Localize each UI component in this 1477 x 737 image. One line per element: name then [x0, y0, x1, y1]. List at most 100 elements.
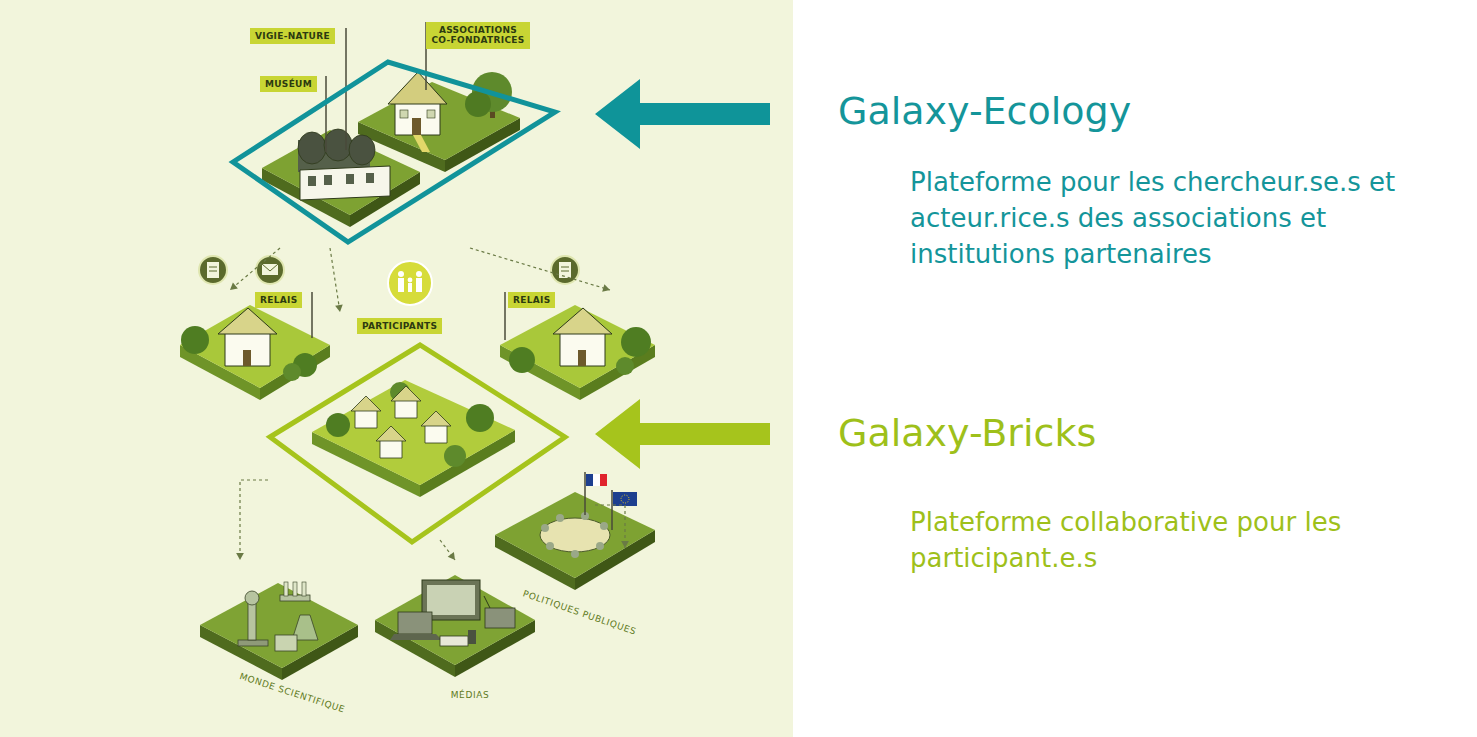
relais-tile — [578, 350, 586, 366]
platform-text: Galaxy-EcologyPlateforme pour les cherch… — [770, 88, 1470, 280]
relais-tile — [553, 308, 612, 334]
association-tile — [427, 110, 435, 118]
policy-tile — [596, 542, 604, 550]
document-icon — [561, 271, 569, 272]
document-icon — [561, 267, 569, 268]
science-tile — [245, 591, 259, 605]
flag-label: MUSÉUM — [260, 76, 317, 92]
policy-tile — [600, 474, 607, 486]
envelope-icon — [262, 264, 278, 275]
relais-tile — [509, 347, 535, 373]
flow-connector — [470, 248, 610, 292]
relais-tile — [560, 332, 605, 366]
museum-tile — [366, 173, 374, 183]
flag-label: VIGIE-NATURE — [250, 28, 335, 44]
museum-tile — [349, 135, 375, 165]
ground-label: POLITIQUES PUBLIQUES — [512, 585, 648, 640]
arrow-head — [602, 284, 610, 291]
dashed-line — [230, 248, 280, 290]
relais-tile — [616, 357, 634, 375]
policy-tile — [556, 514, 564, 522]
platform-title: Galaxy-Ecology — [770, 88, 1470, 134]
ground-label: MONDE SCIENTIFIQUE — [229, 668, 356, 718]
people-icon — [398, 271, 404, 277]
flow-connector — [236, 480, 268, 560]
relais-tile — [504, 292, 506, 340]
envelope-icon — [262, 264, 278, 271]
dashed-line — [240, 480, 268, 560]
banner-label: PARTICIPANTS — [357, 318, 442, 334]
participants-tile — [444, 445, 466, 467]
people-icon — [388, 261, 432, 305]
science-tile — [302, 582, 306, 596]
museum-tile — [324, 175, 332, 185]
diamond-outline — [268, 312, 595, 540]
platform-description: Plateforme pour les chercheur.se.s et ac… — [910, 164, 1455, 272]
association-tile — [465, 91, 491, 117]
people-icon — [388, 261, 432, 305]
science-tile — [284, 582, 288, 596]
panel-ground — [0, 0, 793, 737]
participants-tile — [351, 396, 381, 411]
flow-connector — [330, 248, 343, 312]
policy-tile — [541, 524, 549, 532]
platform-arrow — [595, 399, 770, 469]
media-tile — [375, 575, 535, 665]
arrow-head — [230, 283, 238, 290]
platform-description: Plateforme collaborative pour les partic… — [910, 504, 1455, 576]
relay-tile: RELAIS — [175, 290, 315, 395]
science-tile: MONDE SCIENTIFIQUE — [200, 560, 360, 712]
participants-tile — [380, 440, 402, 458]
policy-tile — [546, 542, 554, 550]
policy-tile — [586, 474, 593, 486]
participants-tile — [466, 404, 494, 432]
platform-arrow — [595, 399, 770, 469]
dashed-line — [440, 540, 455, 560]
participants-tile — [395, 400, 417, 418]
diamond-outline — [270, 345, 565, 542]
dashed-line — [470, 248, 610, 290]
media-tile — [390, 634, 442, 640]
participants-tile — [355, 410, 377, 428]
science-tile — [200, 582, 358, 680]
science-tile — [248, 600, 256, 640]
science-tile — [200, 583, 358, 668]
document-icon — [209, 271, 217, 272]
museum-tile — [300, 166, 390, 200]
science-tile — [238, 640, 268, 646]
flag-label: ASSOCIATIONS CO-FONDATRICES — [426, 22, 530, 49]
flow-connector — [230, 248, 280, 290]
association-tile — [413, 135, 430, 152]
flow-connector — [440, 540, 455, 560]
relais-tile — [311, 292, 313, 338]
arrow-head — [236, 553, 244, 560]
museum-tile — [346, 174, 354, 184]
participants-tile — [326, 413, 350, 437]
relais-tile — [225, 332, 270, 366]
relais-tile — [500, 305, 655, 388]
dashed-line — [330, 248, 340, 312]
media-tile — [484, 596, 490, 608]
participants-tile — [376, 426, 406, 441]
arrow-head — [448, 552, 455, 560]
media-tile — [485, 608, 515, 628]
policy-tile — [540, 518, 610, 552]
participants-tile — [425, 425, 447, 443]
science-tile — [293, 582, 297, 596]
participants-tile — [391, 386, 421, 401]
platform-arrow — [595, 79, 770, 149]
relais-tile — [243, 350, 251, 366]
relais-tile — [180, 292, 330, 400]
policy-tile — [621, 495, 629, 503]
relais-tile — [218, 308, 277, 334]
people-icon — [416, 278, 422, 292]
media-tile — [468, 630, 476, 644]
document-icon — [209, 267, 217, 268]
policy-tile — [613, 492, 637, 506]
science-tile — [275, 635, 297, 651]
association-tile — [412, 118, 421, 135]
museum-tile — [324, 129, 352, 161]
people-icon — [408, 283, 412, 292]
association-tile — [395, 102, 440, 135]
